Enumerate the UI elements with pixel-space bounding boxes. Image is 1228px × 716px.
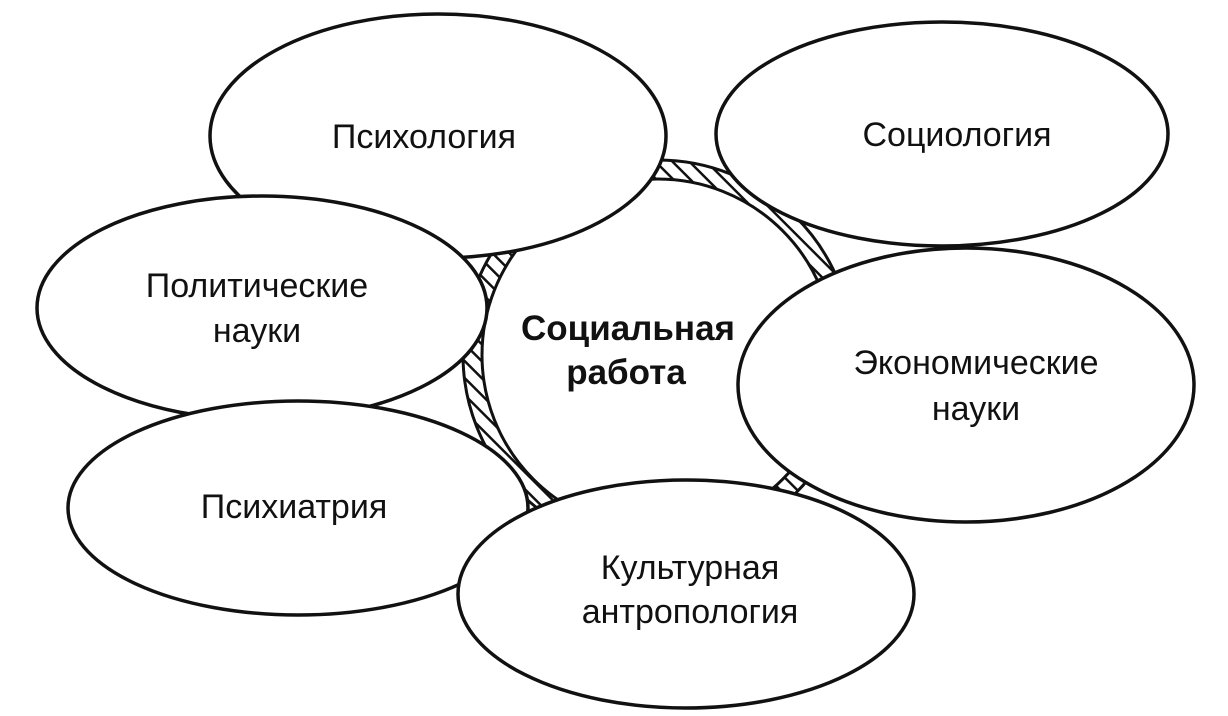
center-label-line1: Социальная	[521, 309, 735, 348]
label-sociology: Социология	[862, 116, 1051, 154]
node-ellipse	[714, 20, 1170, 248]
label-cultural-anthropology-line1: Культурная	[601, 549, 780, 587]
node-ellipse	[35, 194, 489, 422]
node-cultural-anthropology	[456, 478, 916, 710]
label-psychology: Психология	[332, 118, 516, 156]
label-economics-line2: науки	[932, 390, 1020, 428]
label-economics-line1: Экономические	[853, 344, 1098, 382]
node-psychiatry	[66, 399, 530, 617]
node-ellipse	[736, 246, 1196, 524]
label-political-science-line1: Политические	[146, 267, 368, 305]
label-cultural-anthropology-line2: антропология	[582, 593, 799, 631]
center-label-line2: работа	[566, 353, 686, 392]
node-ellipse	[66, 399, 530, 617]
label-political-science-line2: науки	[213, 312, 301, 350]
node-economics	[736, 246, 1196, 524]
node-sociology	[714, 20, 1170, 248]
node-ellipse	[456, 478, 916, 710]
node-political-science	[35, 194, 489, 422]
label-psychiatry: Психиатрия	[201, 488, 387, 526]
